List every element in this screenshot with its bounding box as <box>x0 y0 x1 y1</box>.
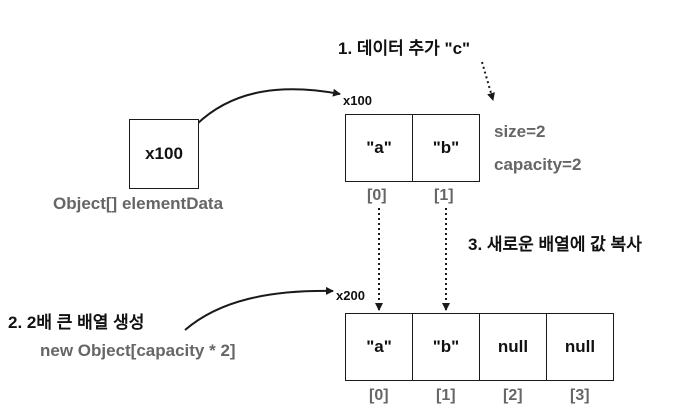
new-array-cell: "b" <box>412 313 480 381</box>
new-array-cell: null <box>479 313 547 381</box>
ref-arrow <box>196 88 341 125</box>
new-cell-value: null <box>564 337 596 356</box>
step2-code: new Object[capacity * 2] <box>40 341 236 360</box>
new-array-arrow <box>184 286 334 331</box>
old-cell-value: "a" <box>366 138 392 157</box>
new-cell-value: "b" <box>432 337 460 356</box>
capacity-label: capacity=2 <box>494 155 582 174</box>
old-cell-value: "b" <box>432 138 460 157</box>
old-array-cell: "b" <box>412 114 480 182</box>
new-cell-value: "a" <box>366 337 392 356</box>
new-array-cell: "a" <box>345 313 413 381</box>
ref-box-value: x100 <box>145 144 183 163</box>
new-array-cell: null <box>546 313 614 381</box>
old-array-address: x100 <box>343 93 372 108</box>
new-array-address: x200 <box>336 288 365 303</box>
size-label: size=2 <box>494 122 546 141</box>
old-index-label: [0] <box>367 187 387 204</box>
add-pointer-arrow <box>481 61 495 101</box>
ref-caption: Object[] elementData <box>53 194 224 213</box>
old-index-label: [1] <box>434 187 454 204</box>
new-index-label: [1] <box>436 387 456 404</box>
new-cell-value: null <box>497 337 529 356</box>
new-index-label: [0] <box>369 387 389 404</box>
step3-label: 3. 새로운 배열에 값 복사 <box>468 235 642 254</box>
old-array-cell: "a" <box>345 114 413 182</box>
new-index-label: [3] <box>570 387 590 404</box>
new-index-label: [2] <box>503 387 523 404</box>
step1-label: 1. 데이터 추가 "c" <box>338 39 471 58</box>
step2-label: 2. 2배 큰 배열 생성 <box>8 313 145 332</box>
ref-box: x100 <box>129 119 199 189</box>
